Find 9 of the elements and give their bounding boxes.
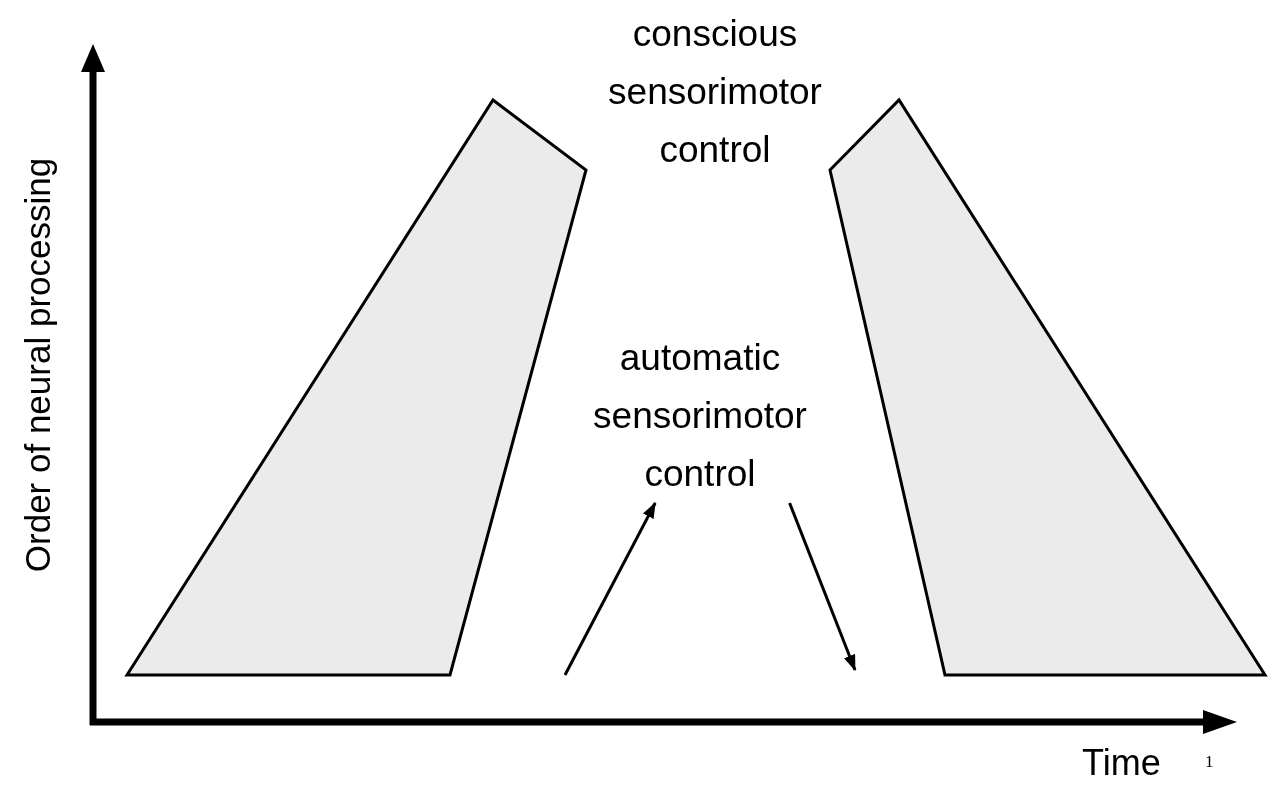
axis-title: Time: [1082, 742, 1161, 784]
arrow: [563, 502, 657, 676]
process-label: automatic sensorimotor control: [592, 336, 808, 496]
shaded-region: [124, 97, 588, 677]
axis-title: Order of neural processing: [18, 157, 58, 573]
footnote-number: 1: [1205, 752, 1214, 772]
arrow: [788, 502, 857, 671]
process-label: conscious sensorimotor control: [607, 12, 823, 172]
shaded-region: [828, 97, 1268, 677]
